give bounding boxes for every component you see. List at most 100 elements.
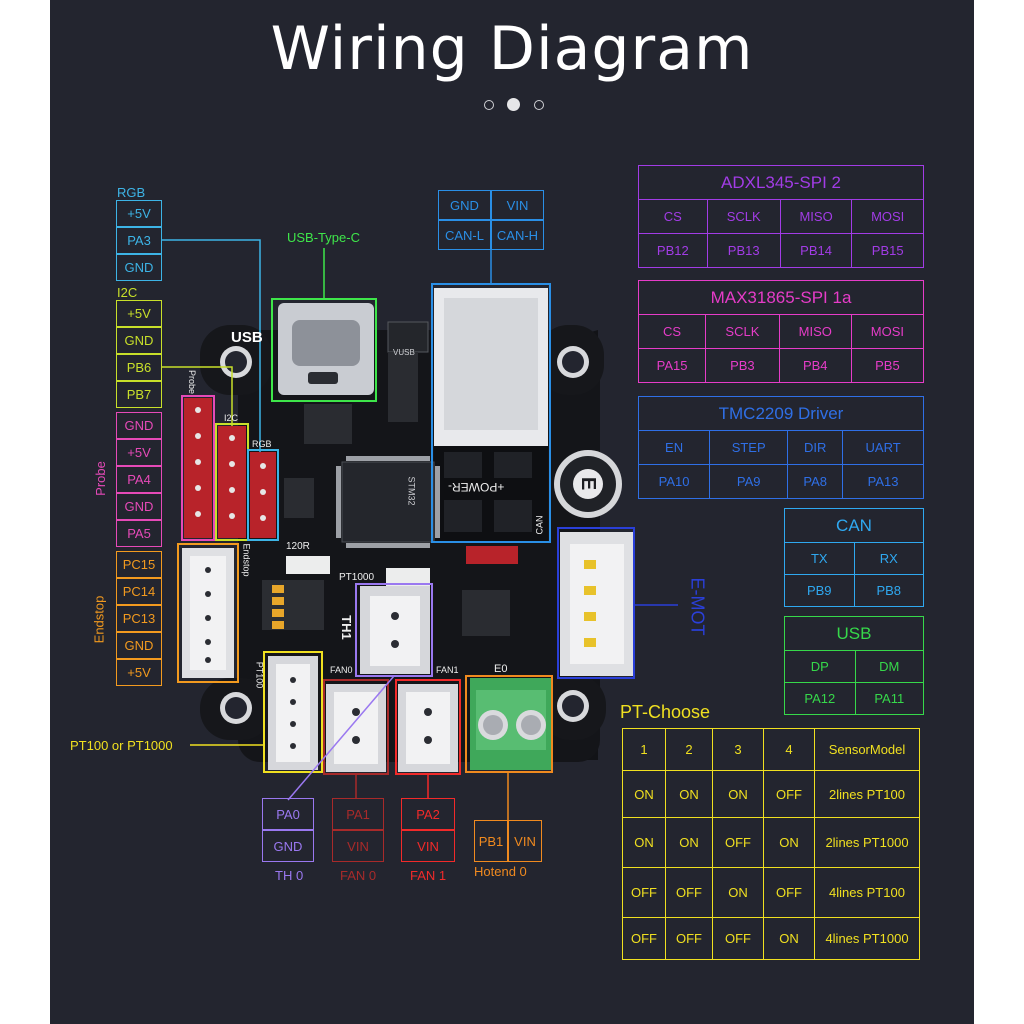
tmc2209-title: TMC2209 Driver — [638, 396, 924, 431]
outline-probe — [181, 395, 215, 541]
adxl345-value-sclk: PB13 — [706, 233, 781, 268]
pt-cell: OFF — [622, 867, 666, 918]
i2c-label: I2C — [117, 285, 138, 300]
tmc2209-header-step: STEP — [709, 430, 789, 465]
usb-header-dp: DP — [784, 650, 856, 683]
endstop-label: Endstop — [91, 595, 107, 644]
pt-cell: ON — [665, 817, 713, 868]
vusb-jumper — [387, 321, 429, 353]
board-text-fan0: FAN0 — [330, 665, 353, 675]
endstop-pin-pc13: PC13 — [116, 605, 162, 632]
mcu-chip — [341, 461, 435, 543]
pt-cell: ON — [622, 770, 666, 818]
can-header-tx: TX — [784, 542, 855, 575]
pt-cell: OFF — [763, 867, 815, 918]
max31865-value-cs: PA15 — [637, 348, 707, 383]
canport-pin-vin: VIN — [491, 190, 544, 220]
board-text-probe: Probe — [187, 369, 198, 395]
pt-cell: ON — [763, 917, 815, 960]
adxl345-header-cs: CS — [638, 199, 708, 234]
pt-cell: ON — [712, 867, 764, 918]
outline-endstop — [177, 543, 239, 683]
endstop-pin-gnd: GND — [116, 632, 162, 659]
adxl345-header-miso: MISO — [779, 199, 853, 234]
th0-pin-pa0: PA0 — [262, 798, 314, 830]
tmc2209-value-en: PA10 — [637, 464, 711, 499]
endstop-pin-5v: +5V — [116, 659, 162, 686]
max31865-header-sclk: SCLK — [705, 314, 780, 349]
usb-value-dp: PA12 — [784, 682, 856, 715]
outline-rgb — [247, 449, 279, 541]
outline-pt100 — [263, 651, 323, 773]
probe-pin-5v: +5V — [116, 439, 162, 466]
board-illustration — [162, 239, 678, 820]
rgb-pin-pa3: PA3 — [116, 227, 162, 254]
fan0-pin-pa1: PA1 — [332, 798, 384, 830]
board-text-pt100: PT100 — [254, 661, 265, 689]
can-table: CAN TX RX PB9 PB8 — [784, 508, 924, 607]
pt-cell-model: 2lines PT100 — [814, 770, 920, 818]
max31865-header-miso: MISO — [778, 314, 852, 349]
pt-cell: ON — [665, 770, 713, 818]
adxl345-value-miso: PB14 — [779, 233, 853, 268]
adxl345-value-cs: PB12 — [638, 233, 708, 268]
probe-pin-gnd-2: GND — [116, 493, 162, 520]
can-value-tx: PB9 — [784, 574, 855, 607]
pt-cell: OFF — [665, 867, 713, 918]
pt-choose-table: 1 2 3 4 SensorModel ON ON ON OFF 2lines … — [622, 728, 920, 960]
can-value-rx: PB8 — [853, 574, 924, 607]
switch-120r — [286, 556, 330, 574]
leader-th0 — [287, 675, 395, 801]
diagram-panel: Wiring Diagram — [50, 0, 974, 1024]
canport-pin-gnd: GND — [438, 190, 491, 220]
pt-cell: ON — [622, 817, 666, 868]
page-title: Wiring Diagram — [270, 14, 754, 84]
probe-label: Probe — [92, 461, 108, 496]
board-text-e0: E0 — [494, 663, 508, 675]
tmc2209-value-dir: PA8 — [787, 464, 844, 499]
pager-dot-1[interactable] — [484, 100, 494, 110]
pt-cell: OFF — [712, 917, 764, 960]
can-title: CAN — [784, 508, 924, 543]
pt-cell: OFF — [763, 770, 815, 818]
adxl345-header-sclk: SCLK — [706, 199, 781, 234]
pt1000-jumper — [386, 568, 430, 586]
leader-i2c — [162, 366, 233, 426]
usb-title: USB — [784, 616, 924, 651]
leader-rgb — [162, 239, 261, 452]
pt100-or-pt1000-label: PT100 or PT1000 — [70, 738, 173, 753]
board-text-pt1000: PT1000 — [339, 572, 375, 583]
th0-label: TH 0 — [275, 868, 304, 883]
pt-cell-model: 2lines PT1000 — [814, 817, 920, 868]
usb-header-dm: DM — [854, 650, 925, 683]
i2c-pin-5v: +5V — [116, 300, 162, 327]
tmc2209-header-dir: DIR — [787, 430, 844, 465]
adxl345-title: ADXL345-SPI 2 — [638, 165, 924, 200]
fan1-label: FAN 1 — [410, 868, 447, 883]
fan1-pin-pa2: PA2 — [401, 798, 455, 830]
pt-choose-title: PT-Choose — [620, 702, 711, 722]
pt-header-3: 3 — [712, 728, 764, 771]
can-header-rx: RX — [853, 542, 924, 575]
canport-pin-can-h: CAN-H — [491, 220, 544, 250]
tmc-chip — [462, 590, 510, 636]
board-text-fan1: FAN1 — [436, 665, 459, 675]
hotend0-label: Hotend 0 — [474, 864, 527, 879]
emot-label: E-MOT — [687, 577, 708, 636]
pt-cell-model: 4lines PT100 — [814, 867, 920, 918]
probe-pin-pa5: PA5 — [116, 520, 162, 547]
hotend-pin-pb1: PB1 — [474, 820, 508, 862]
adxl345-header-mosi: MOSI — [851, 199, 924, 234]
rgb-label: RGB — [117, 185, 146, 200]
pager-dot-2-active[interactable] — [507, 98, 520, 111]
pager-dot-3[interactable] — [534, 100, 544, 110]
max31865-header-cs: CS — [637, 314, 707, 349]
i2c-pin-pb7: PB7 — [116, 381, 162, 408]
max31865-title: MAX31865-SPI 1a — [638, 280, 924, 315]
board-text-th1: TH1 — [338, 615, 354, 640]
board-text-can: CAN — [534, 515, 545, 535]
adxl345-table: ADXL345-SPI 2 CS SCLK MISO MOSI PB12 PB1… — [638, 165, 924, 268]
board-text-vusb: VUSB — [393, 348, 415, 357]
pt-header-sensor-model: SensorModel — [814, 728, 920, 771]
pager-dots — [484, 98, 544, 112]
